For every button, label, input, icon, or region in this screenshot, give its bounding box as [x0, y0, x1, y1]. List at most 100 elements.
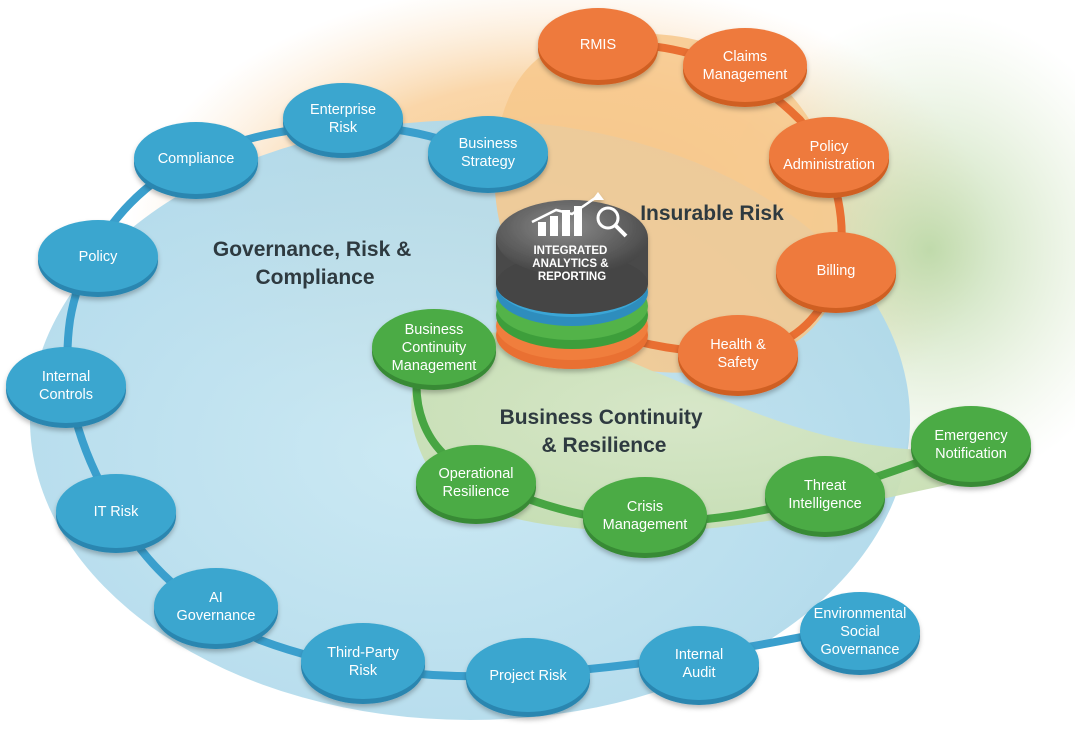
node-disc — [6, 347, 126, 423]
node-label-line: Enterprise — [310, 102, 376, 118]
node-label-line: Business — [405, 322, 464, 338]
node-label-line: Compliance — [158, 151, 235, 167]
node-disc — [466, 638, 590, 712]
node-label-line: Crisis — [627, 499, 663, 515]
node-label-line: Management — [603, 517, 688, 533]
hub-label-line: REPORTING — [538, 271, 606, 283]
node-label-line: Internal — [42, 369, 90, 385]
node-label-line: Intelligence — [788, 496, 861, 512]
node-disc — [538, 8, 658, 80]
grc-region-label: Governance, Risk & Compliance — [213, 238, 417, 289]
node-label-line: Notification — [935, 446, 1007, 462]
region-labels: Governance, Risk & Compliance Insurable … — [213, 202, 784, 457]
node-label-line: Business — [459, 136, 518, 152]
node-disc — [154, 568, 278, 644]
node-label-line: Policy — [810, 139, 849, 155]
hub-label: INTEGRATED ANALYTICS & REPORTING — [532, 245, 611, 283]
node-disc — [776, 232, 896, 308]
bcr-region-label: Business Continuity & Resilience — [500, 406, 709, 457]
node-label-line: AI — [209, 590, 223, 606]
node-label-line: IT Risk — [94, 504, 140, 520]
node-label-line: Environmental — [814, 606, 907, 622]
node-label-line: Threat — [804, 478, 846, 494]
node-health-safety: Health & Safety — [678, 315, 798, 396]
bcr-region-label-line: Business Continuity — [500, 406, 703, 429]
grc-region-label-line: Compliance — [255, 266, 374, 289]
node-label-line: Resilience — [443, 484, 510, 500]
node-disc — [56, 474, 176, 548]
node-disc — [372, 309, 496, 385]
node-disc — [769, 117, 889, 193]
node-disc — [765, 456, 885, 532]
node-label-line: Controls — [39, 387, 93, 403]
insurable-risk-region-label-line: Insurable Risk — [640, 202, 784, 225]
node-label-line: Claims — [723, 49, 767, 65]
node-label-line: Governance — [177, 608, 256, 624]
node-label-line: Policy — [79, 249, 118, 265]
node-label: IT Risk — [94, 504, 140, 520]
node-disc — [678, 315, 798, 391]
node-label: Compliance — [158, 151, 235, 167]
node-label: Health & Safety — [710, 337, 766, 371]
bar-chart-magnifier-icon — [531, 192, 628, 238]
node-label-line: Audit — [682, 665, 715, 681]
node-label: Project Risk — [489, 668, 567, 684]
node-label-line: Internal — [675, 647, 723, 663]
node-label: Policy — [79, 249, 118, 265]
node-label-line: Billing — [817, 263, 856, 279]
analytics-hub: INTEGRATED ANALYTICS & REPORTING — [496, 192, 648, 369]
node-label-line: Management — [703, 67, 788, 83]
node-label-line: Continuity — [402, 340, 467, 356]
node-project-risk: Project Risk — [466, 638, 590, 717]
node-disc — [583, 477, 707, 553]
node-label-line: Operational — [439, 466, 514, 482]
node-disc — [639, 626, 759, 700]
node-label-line: RMIS — [580, 37, 616, 53]
node-label: Billing — [817, 263, 856, 279]
node-label-line: Risk — [349, 663, 378, 679]
node-label-line: Risk — [329, 120, 358, 136]
node-billing: Billing — [776, 232, 896, 313]
node-label: AI Governance — [177, 590, 256, 624]
hub-label-line: ANALYTICS & — [532, 258, 608, 270]
node-it-risk: IT Risk — [56, 474, 176, 553]
node-label-line: Health & — [710, 337, 766, 353]
node-ai-governance: AI Governance — [154, 568, 278, 649]
node-label-line: Management — [392, 358, 477, 374]
node-rmis: RMIS — [538, 8, 658, 85]
bcr-region-label-line: & Resilience — [542, 434, 667, 457]
node-label: RMIS — [580, 37, 616, 53]
node-disc — [911, 406, 1031, 482]
node-label-line: Safety — [717, 355, 759, 371]
node-label-line: Project Risk — [489, 668, 567, 684]
node-disc — [38, 220, 158, 292]
insurable-risk-region-label: Insurable Risk — [640, 202, 784, 225]
node-disc — [283, 83, 403, 153]
node-label-line: Emergency — [934, 428, 1008, 444]
node-disc — [134, 122, 258, 194]
node-label-line: Social — [840, 624, 880, 640]
